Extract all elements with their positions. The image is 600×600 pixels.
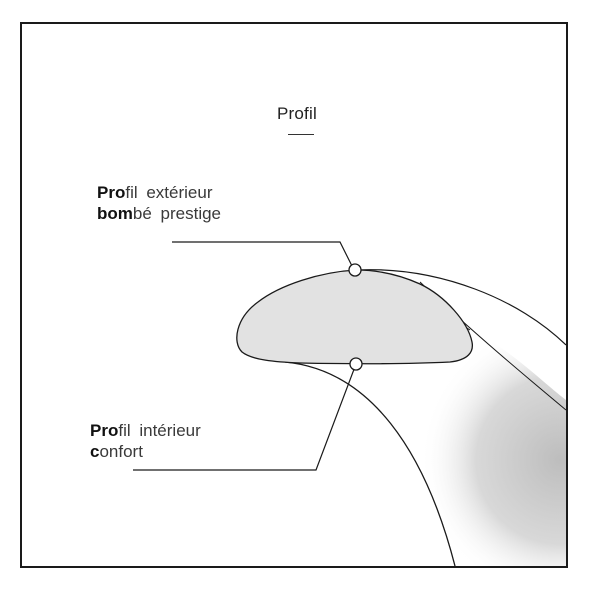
inner-curve	[284, 361, 456, 566]
label-outer-line1-rest: fil extérieur	[125, 183, 213, 202]
label-inner-line1-rest: fil intérieur	[118, 421, 201, 440]
diagram-title: Profil	[277, 104, 317, 123]
diagram-frame	[20, 22, 568, 568]
label-outer-line1-bold: Pro	[97, 183, 126, 202]
marker-inner	[349, 357, 363, 371]
label-inner-profile: Profil intérieur confort	[90, 420, 201, 462]
ring-body-shade	[290, 330, 566, 566]
profile-section	[236, 269, 474, 365]
label-inner-line2-bold: c	[90, 442, 100, 461]
outer-curve-upper	[355, 269, 566, 346]
title-underline	[288, 134, 314, 135]
label-outer-line2-bold: bom	[97, 204, 133, 223]
label-outer-line1: Profil extérieur	[97, 182, 221, 203]
label-inner-line2: confort	[90, 441, 201, 462]
leader-line-inner	[133, 363, 357, 471]
label-outer-line2: bombé prestige	[97, 203, 221, 224]
marker-outer	[348, 263, 362, 277]
label-outer-line2-rest: bé prestige	[132, 204, 222, 223]
label-inner-line2-rest: onfort	[99, 442, 143, 461]
label-outer-profile: Profil extérieur bombé prestige	[97, 182, 221, 224]
label-inner-line1-bold: Pro	[90, 421, 119, 440]
leader-line-outer	[172, 241, 355, 271]
label-inner-line1: Profil intérieur	[90, 420, 201, 441]
